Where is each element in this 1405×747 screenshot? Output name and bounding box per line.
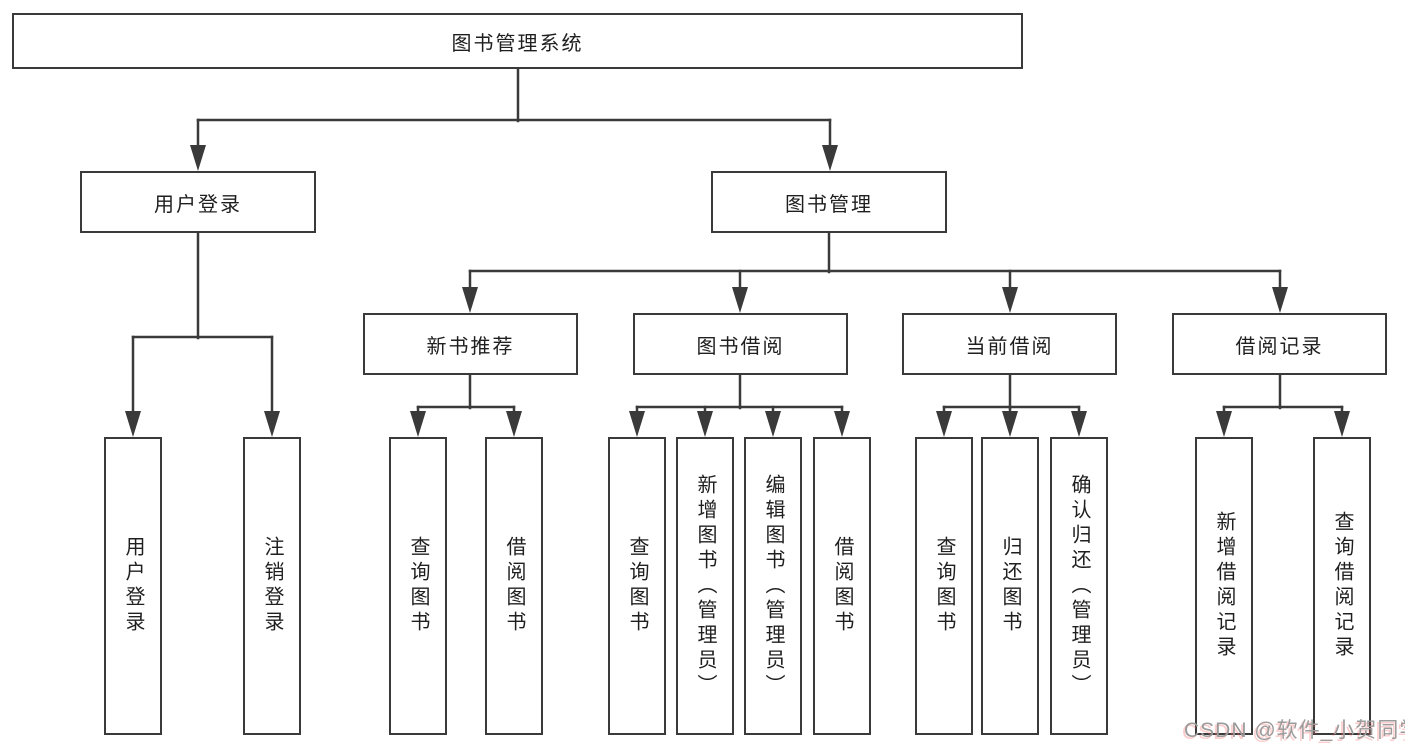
leaf-confirm-return-admin: 确认归还（管理员）	[1050, 437, 1108, 735]
leaf-edit-book-admin-label: 编辑图书（管理员）	[762, 473, 784, 699]
leaf-query-books-2-label: 查询图书	[626, 536, 648, 636]
leaf-query-books-1: 查询图书	[389, 437, 447, 735]
node-book-borrowing-label: 图书借阅	[696, 335, 785, 358]
node-book-management-label: 图书管理	[785, 193, 873, 216]
node-book-management-module: 图书管理	[711, 171, 947, 233]
leaf-add-book-admin: 新增图书（管理员）	[676, 437, 734, 735]
leaf-return-book-label: 归还图书	[999, 536, 1021, 636]
leaf-query-books-3: 查询图书	[915, 437, 973, 735]
leaf-query-books-2: 查询图书	[608, 437, 666, 735]
leaf-query-borrow-record: 查询借阅记录	[1313, 437, 1371, 735]
leaf-logout-label: 注销登录	[261, 536, 283, 636]
node-root-system: 图书管理系统	[12, 13, 1023, 69]
leaf-confirm-return-admin-label: 确认归还（管理员）	[1068, 473, 1090, 699]
leaf-query-books-1-label: 查询图书	[407, 536, 429, 636]
arrowheads	[125, 145, 1350, 437]
leaf-add-borrow-record-label: 新增借阅记录	[1213, 511, 1235, 661]
leaf-user-login: 用户登录	[104, 437, 162, 735]
leaf-borrow-books-1: 借阅图书	[485, 437, 543, 735]
leaf-query-books-3-label: 查询图书	[933, 536, 955, 636]
leaf-borrow-books-2-label: 借阅图书	[831, 536, 853, 636]
csdn-watermark: CSDN @软件_小贺同学	[1184, 719, 1405, 742]
node-book-borrowing: 图书借阅	[633, 313, 848, 375]
node-new-book-recommend-label: 新书推荐	[426, 335, 515, 358]
node-user-login-label: 用户登录	[154, 193, 242, 216]
node-current-borrowing: 当前借阅	[902, 313, 1117, 375]
leaf-add-borrow-record: 新增借阅记录	[1195, 437, 1253, 735]
leaf-user-login-label: 用户登录	[122, 536, 144, 636]
leaf-borrow-books-2: 借阅图书	[813, 437, 871, 735]
leaf-query-borrow-record-label: 查询借阅记录	[1331, 511, 1353, 661]
node-root-label: 图书管理系统	[451, 32, 584, 55]
node-new-book-recommend: 新书推荐	[363, 313, 578, 375]
node-current-borrowing-label: 当前借阅	[965, 335, 1054, 358]
node-user-login-module: 用户登录	[80, 171, 316, 233]
leaf-add-book-admin-label: 新增图书（管理员）	[694, 473, 716, 699]
node-borrowing-records: 借阅记录	[1172, 313, 1387, 375]
node-borrowing-records-label: 借阅记录	[1235, 335, 1324, 358]
leaf-return-book: 归还图书	[981, 437, 1039, 735]
leaf-borrow-books-1-label: 借阅图书	[503, 536, 525, 636]
leaf-logout: 注销登录	[243, 437, 301, 735]
leaf-edit-book-admin: 编辑图书（管理员）	[744, 437, 802, 735]
